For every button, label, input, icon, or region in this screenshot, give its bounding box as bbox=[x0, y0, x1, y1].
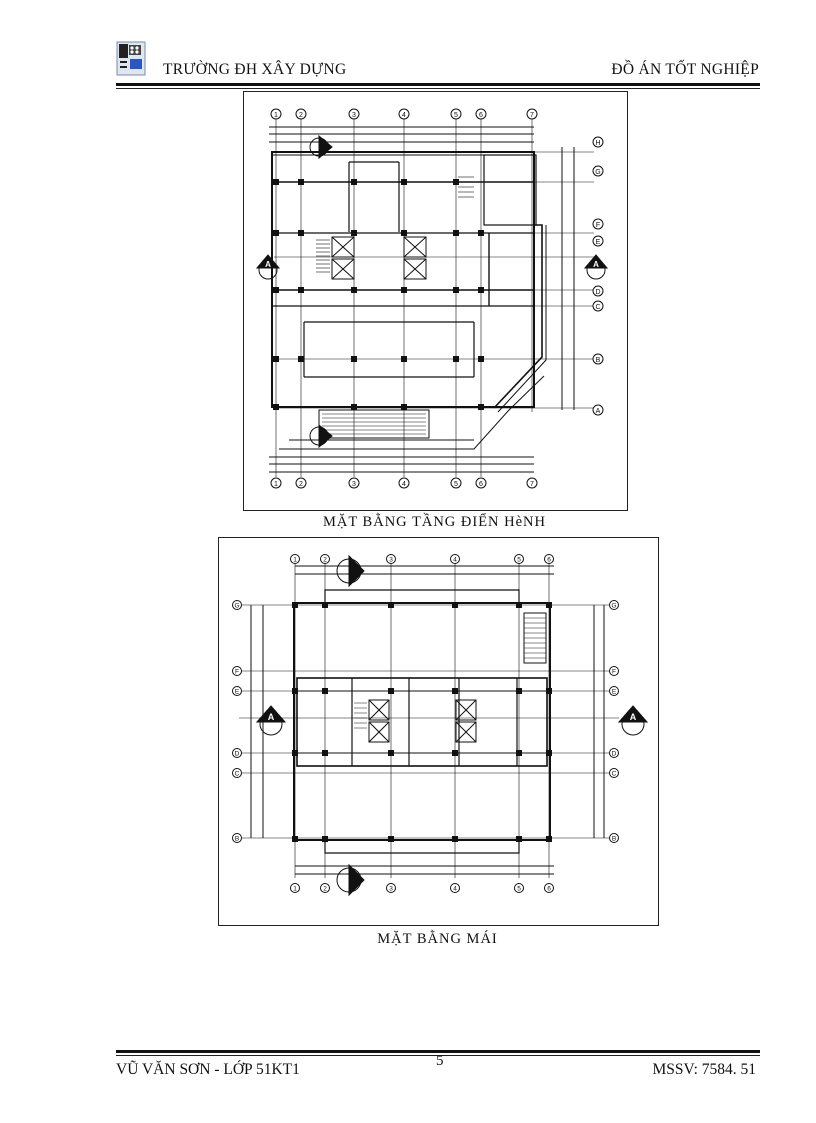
header-rule-thin bbox=[116, 88, 760, 89]
svg-text:4: 4 bbox=[453, 557, 457, 564]
svg-text:E: E bbox=[612, 689, 617, 696]
svg-text:D: D bbox=[595, 289, 600, 296]
svg-text:B: B bbox=[612, 836, 616, 843]
svg-text:4: 4 bbox=[402, 112, 406, 119]
svg-text:B: B bbox=[596, 357, 601, 364]
svg-text:E: E bbox=[596, 239, 601, 246]
svg-text:D: D bbox=[612, 751, 617, 758]
svg-text:A: A bbox=[265, 260, 271, 269]
svg-text:5: 5 bbox=[517, 557, 521, 564]
svg-text:1: 1 bbox=[274, 112, 278, 119]
svg-text:1: 1 bbox=[293, 886, 297, 893]
svg-text:H: H bbox=[595, 140, 600, 147]
svg-text:3: 3 bbox=[352, 112, 356, 119]
svg-text:B: B bbox=[235, 836, 239, 843]
svg-text:3: 3 bbox=[352, 481, 356, 488]
svg-text:4: 4 bbox=[402, 481, 406, 488]
typical-floor-plan-drawing: 1 2 3 4 5 6 7 1 2 3 4 5 6 7 H G F E D C B A A A bbox=[255, 108, 609, 489]
svg-text:F: F bbox=[596, 222, 600, 229]
svg-text:1: 1 bbox=[274, 481, 278, 488]
svg-text:1: 1 bbox=[293, 557, 297, 564]
university-logo bbox=[116, 41, 148, 77]
svg-text:2: 2 bbox=[323, 886, 327, 893]
svg-text:5: 5 bbox=[517, 886, 521, 893]
header-document-title: ĐỒ ÁN TỐT NGHIỆP bbox=[611, 61, 759, 78]
footer-rule-thin bbox=[116, 1055, 760, 1056]
svg-text:6: 6 bbox=[547, 557, 551, 564]
svg-text:3: 3 bbox=[389, 557, 393, 564]
svg-text:A: A bbox=[596, 408, 601, 415]
floor-plan-typical-figure: 1 2 3 4 5 6 7 1 2 3 4 5 6 7 H G F E D C B A A A bbox=[243, 91, 628, 511]
svg-text:5: 5 bbox=[454, 481, 458, 488]
svg-text:F: F bbox=[612, 669, 616, 676]
svg-text:F: F bbox=[235, 669, 239, 676]
svg-text:4: 4 bbox=[453, 886, 457, 893]
svg-text:6: 6 bbox=[479, 481, 483, 488]
svg-text:7: 7 bbox=[530, 112, 534, 119]
figure-caption-typical-floor: MẶT BẰNG TẦNG ĐIỂN HèNH bbox=[322, 514, 547, 530]
svg-text:C: C bbox=[595, 304, 600, 311]
svg-text:2: 2 bbox=[299, 112, 303, 119]
svg-text:G: G bbox=[611, 603, 616, 610]
svg-text:3: 3 bbox=[389, 886, 393, 893]
roof-plan-figure: 1 2 3 4 5 6 1 2 3 4 5 6 G F E D C B G F E D C B A A bbox=[218, 537, 659, 926]
svg-text:7: 7 bbox=[530, 481, 534, 488]
svg-text:A: A bbox=[593, 260, 599, 269]
svg-text:G: G bbox=[595, 169, 600, 176]
svg-text:5: 5 bbox=[454, 112, 458, 119]
footer-student-id: MSSV: 7584. 51 bbox=[652, 1061, 757, 1078]
svg-text:E: E bbox=[235, 689, 240, 696]
footer-author: VŨ VĂN SƠN - LỚP 51KT1 bbox=[116, 1061, 300, 1078]
svg-text:G: G bbox=[234, 603, 239, 610]
header-rule bbox=[116, 83, 760, 86]
svg-text:2: 2 bbox=[323, 557, 327, 564]
roof-plan-drawing: 1 2 3 4 5 6 1 2 3 4 5 6 G F E D C B G F E D C B A A bbox=[232, 554, 649, 897]
page-number: 5 bbox=[436, 1053, 444, 1069]
footer-rule bbox=[116, 1050, 760, 1053]
header-university-name: TRƯỜNG ĐH XÂY DỰNG bbox=[163, 61, 347, 78]
figure-caption-roof-plan: MẶT BẰNG MÁI bbox=[377, 931, 498, 947]
svg-text:A: A bbox=[630, 712, 637, 722]
svg-text:D: D bbox=[235, 751, 240, 758]
svg-text:C: C bbox=[612, 771, 617, 778]
svg-text:2: 2 bbox=[299, 481, 303, 488]
svg-text:6: 6 bbox=[547, 886, 551, 893]
svg-text:C: C bbox=[235, 771, 240, 778]
svg-text:6: 6 bbox=[479, 112, 483, 119]
svg-text:A: A bbox=[268, 712, 275, 722]
